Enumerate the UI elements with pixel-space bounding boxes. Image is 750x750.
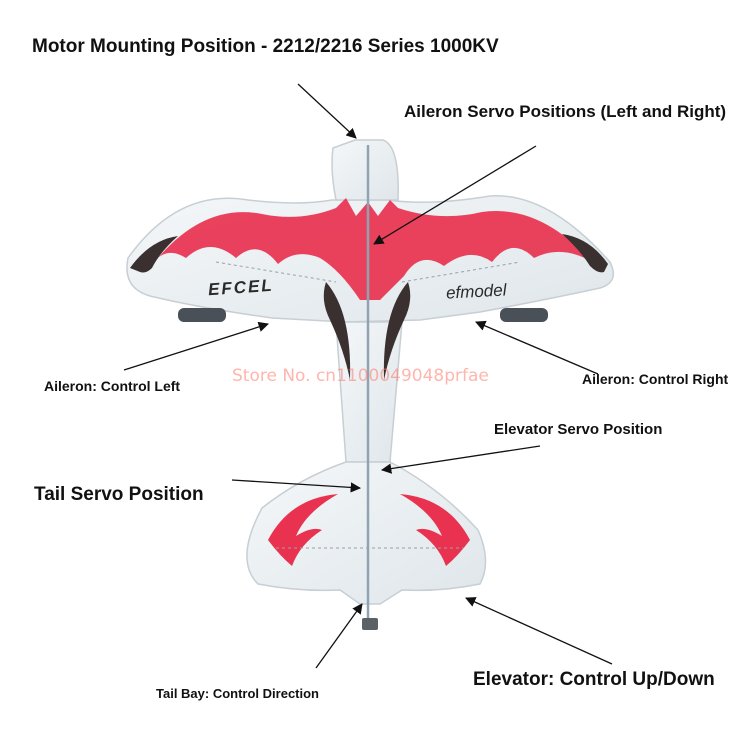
wingtip-right	[500, 308, 548, 322]
fuselage-swoosh-left	[323, 282, 351, 380]
label-motor-mount: Motor Mounting Position - 2212/2216 Seri…	[32, 36, 499, 57]
label-aileron-left: Aileron: Control Left	[44, 378, 181, 394]
wing-text-right: efmodel	[445, 280, 507, 303]
label-tail-servo: Tail Servo Position	[34, 484, 204, 505]
arrow-elevator-control	[465, 597, 613, 665]
label-aileron-servo-positions: Aileron Servo Positions (Left and Right)	[404, 102, 727, 121]
fuselage-nose	[331, 139, 399, 201]
label-elevator-servo: Elevator Servo Position	[494, 421, 663, 438]
label-tail-bay: Tail Bay: Control Direction	[156, 686, 319, 701]
arrow-aileron-left	[123, 321, 269, 371]
tail-end-mount	[362, 618, 378, 630]
wingtip-left	[178, 308, 226, 322]
wing-hinge-right	[401, 261, 521, 283]
label-aileron-right: Aileron: Control Right	[582, 371, 729, 387]
arrow-aileron-servo	[373, 145, 537, 245]
fuselage-swoosh-right	[383, 282, 411, 380]
wing-decal-dark-right	[562, 234, 608, 273]
store-watermark: Store No. cn1100049048prfae	[232, 366, 489, 386]
arrow-aileron-right	[475, 320, 599, 375]
arrow-elevator-servo	[380, 445, 541, 474]
arrow-tail-servo	[231, 479, 362, 493]
label-elevator-control: Elevator: Control Up/Down	[473, 669, 715, 690]
wing-hinge-left	[215, 261, 337, 283]
wing-decal-dark-left	[130, 236, 178, 273]
arrow-tail-bay	[315, 603, 363, 669]
wing-decal-red	[150, 198, 592, 300]
arrow-motor	[297, 83, 357, 139]
tail-decal-left	[268, 494, 338, 566]
